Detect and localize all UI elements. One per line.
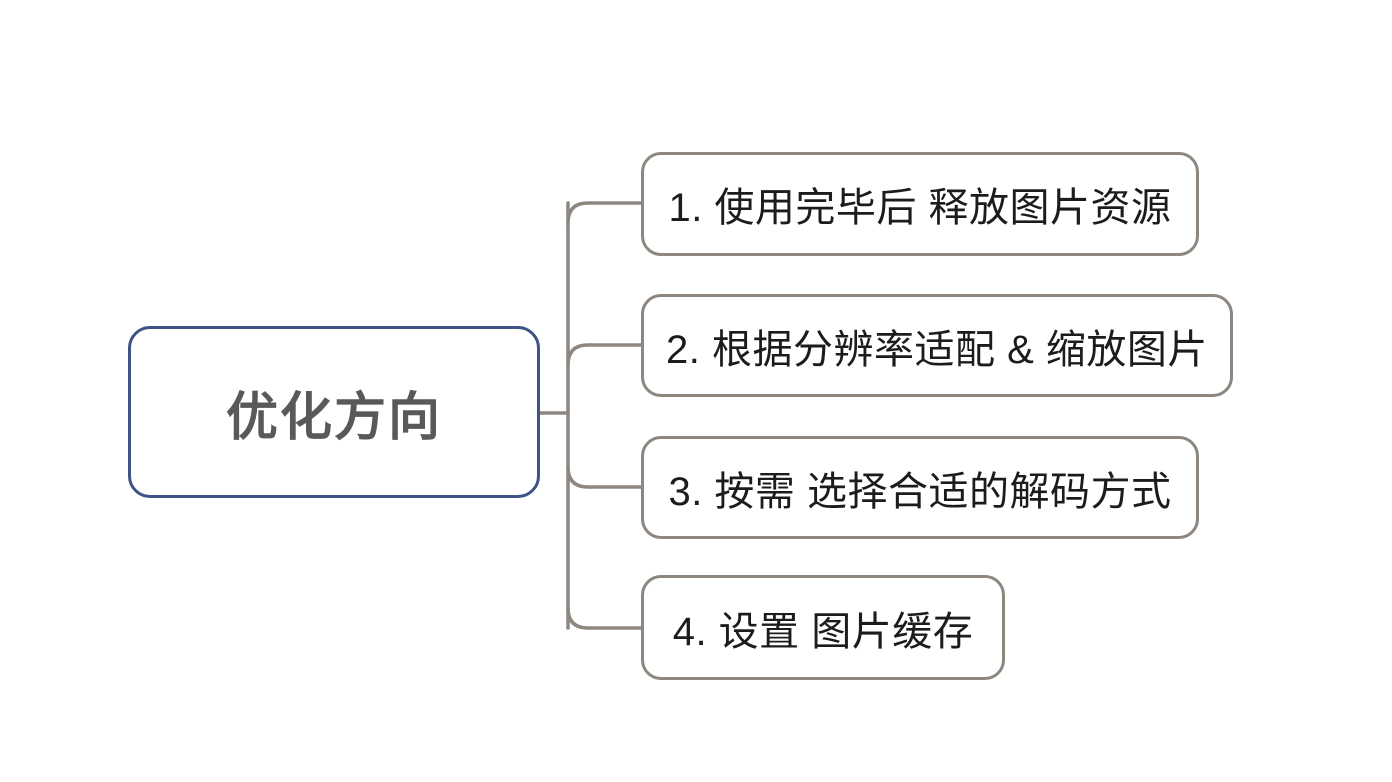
mindmap-branch-label-2: 2. 根据分辨率适配 & 缩放图片 xyxy=(666,327,1208,372)
mindmap-branch-label-1: 1. 使用完毕后 释放图片资源 xyxy=(668,186,1172,230)
connector-branch-3 xyxy=(566,465,643,489)
mindmap-root-node[interactable]: 优化方向 xyxy=(128,326,540,498)
mindmap-branch-node-3[interactable]: 3. 按需 选择合适的解码方式 xyxy=(641,436,1199,539)
mindmap-branch-label-3: 3. 按需 选择合适的解码方式 xyxy=(668,469,1172,514)
mindmap-branch-label-4: 4. 设置 图片缓存 xyxy=(672,609,974,654)
mindmap-branch-node-4[interactable]: 4. 设置 图片缓存 xyxy=(641,575,1005,680)
mindmap-branch-node-1[interactable]: 1. 使用完毕后 释放图片资源 xyxy=(641,152,1199,256)
connector-branch-2 xyxy=(566,343,643,367)
mindmap-root-label: 优化方向 xyxy=(225,388,442,447)
connector-branch-4 xyxy=(566,606,643,630)
connector-branch-1 xyxy=(566,201,643,225)
mindmap-branch-node-2[interactable]: 2. 根据分辨率适配 & 缩放图片 xyxy=(641,294,1233,397)
